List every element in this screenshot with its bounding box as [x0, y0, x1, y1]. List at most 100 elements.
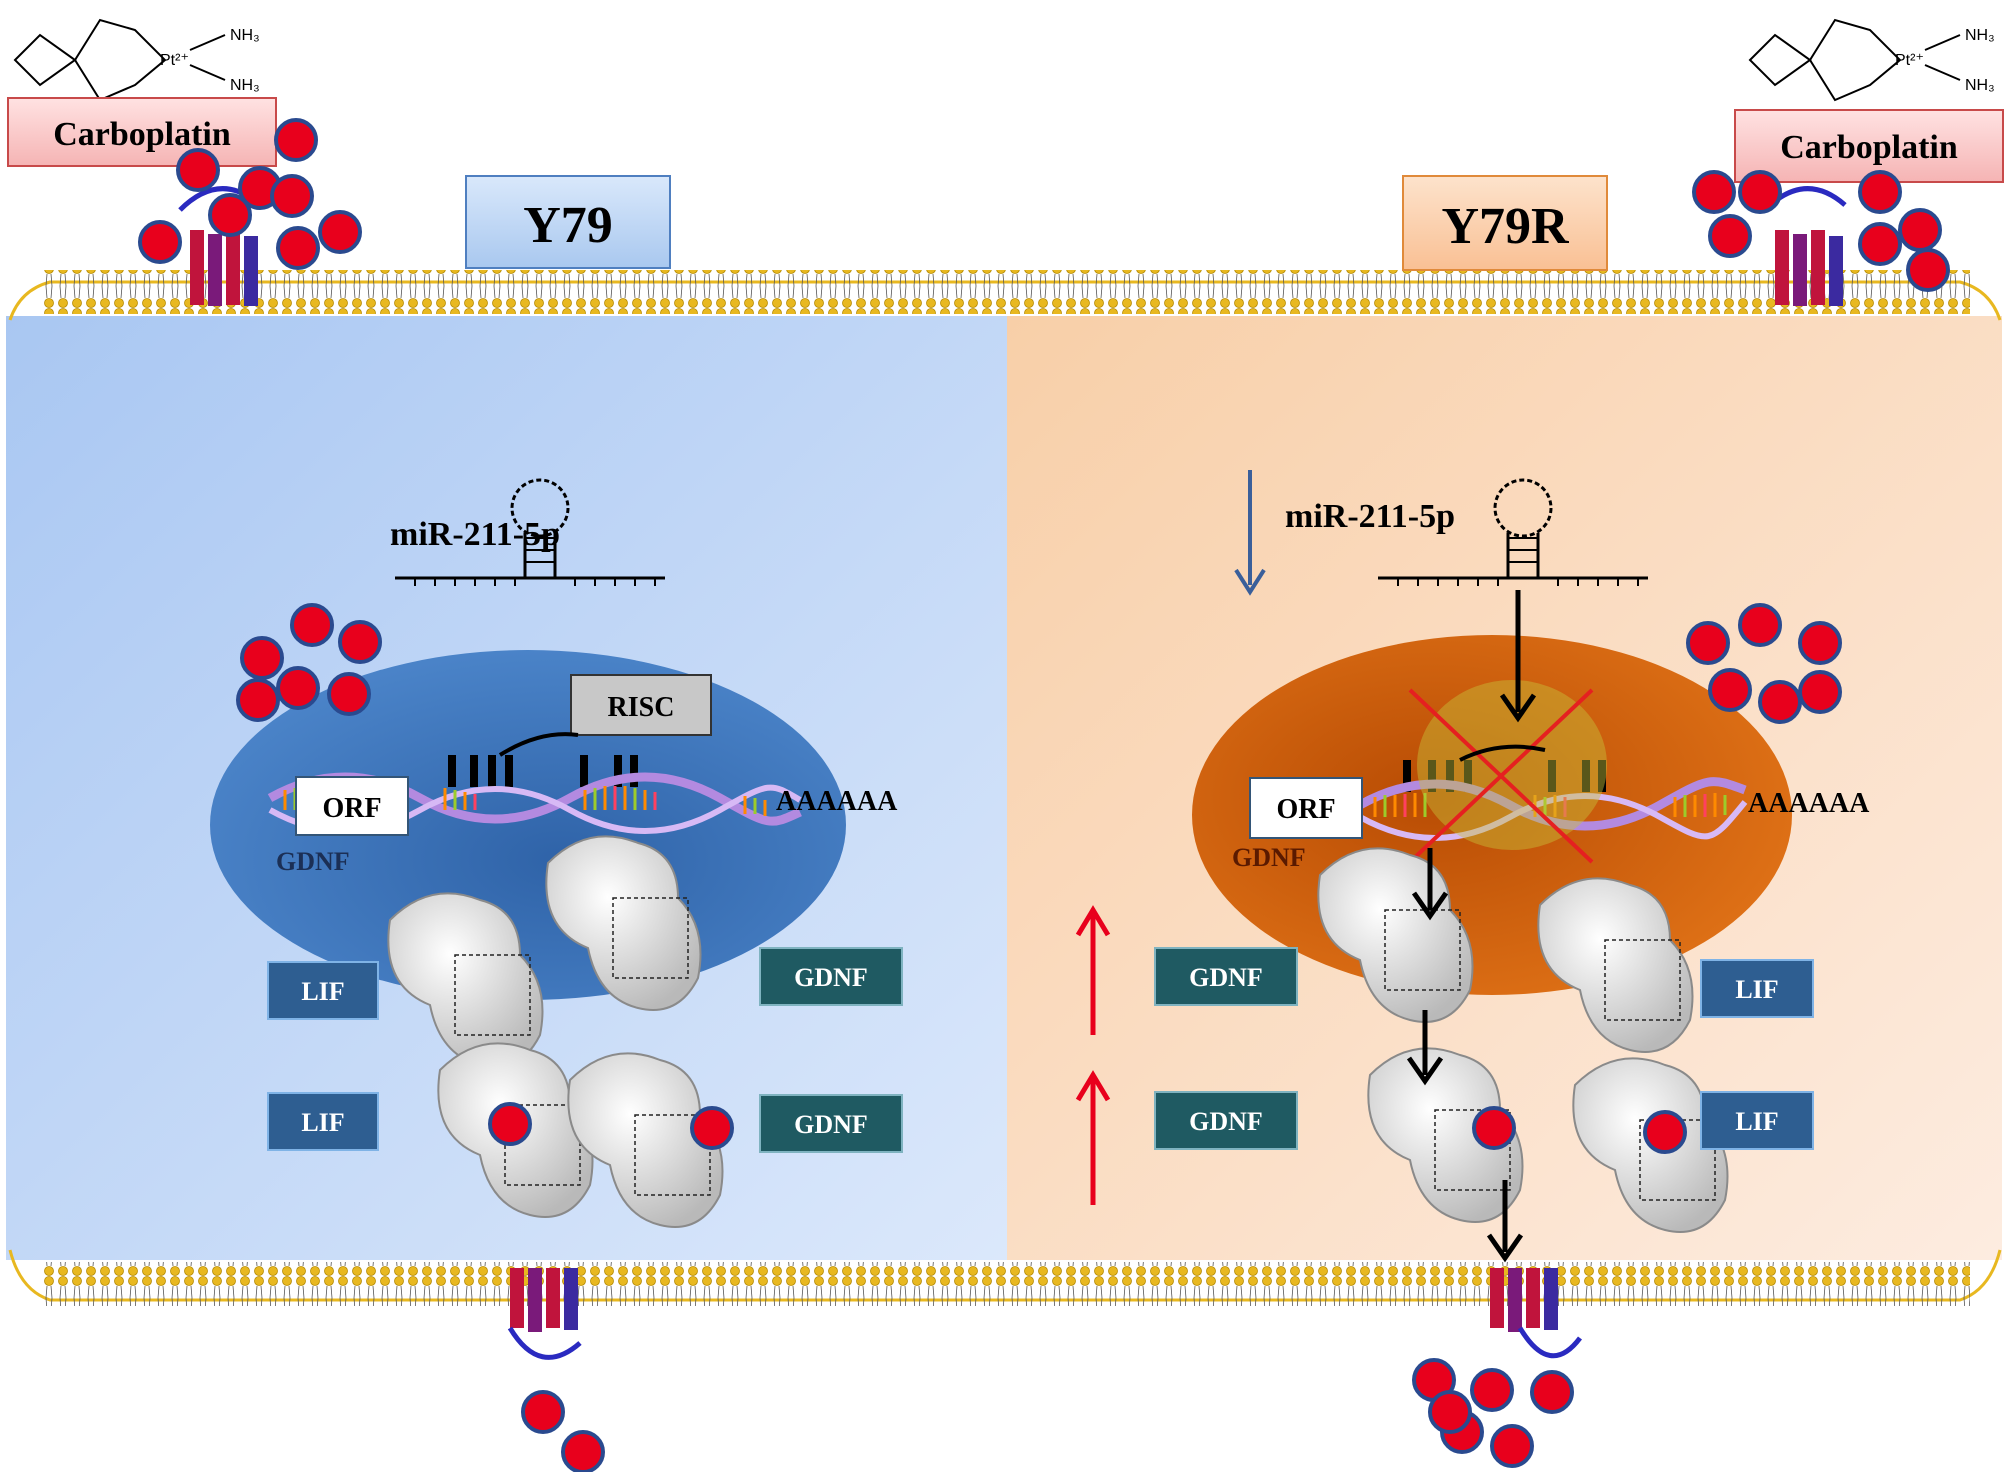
risc-box: RISC — [498, 674, 712, 757]
drug-particle — [1858, 170, 1902, 214]
up-regulation-arrow-1 — [1075, 905, 1111, 1035]
drug-particle — [290, 603, 334, 647]
drug-particle — [521, 1390, 565, 1434]
drug-particle — [1858, 222, 1902, 266]
inhibition-cross — [1408, 680, 1607, 864]
gdnf-label: GDNF — [1189, 1107, 1263, 1136]
drug-particle — [318, 210, 362, 254]
drug-particle — [1708, 214, 1752, 258]
bottom-membrane — [8, 1249, 2002, 1306]
drug-particle — [270, 174, 314, 218]
nh3-bottom-label: NH₃ — [230, 77, 260, 94]
drug-particle — [1472, 1106, 1516, 1150]
protein-box-lif-right-2: LIF — [1700, 1091, 1814, 1150]
drug-particle — [138, 220, 182, 264]
nh3-top-label: NH₃ — [230, 27, 260, 44]
lif-label: LIF — [1735, 975, 1778, 1004]
drug-particle — [1686, 621, 1730, 665]
drug-particle — [1643, 1110, 1687, 1154]
protein-box-lif-right-1: LIF — [1700, 959, 1814, 1018]
drug-particle — [276, 666, 320, 710]
drug-particle — [276, 226, 320, 270]
protein-box-gdnf-right-2: GDNF — [1154, 1091, 1298, 1150]
drug-particle — [1692, 170, 1736, 214]
polya-label-right: AAAAAA — [1748, 788, 1870, 819]
drug-particle — [1490, 1424, 1534, 1468]
protein-surface — [567, 1052, 724, 1228]
drug-particle — [1428, 1390, 1472, 1434]
carboplatin-label: Carboplatin — [1780, 129, 1958, 166]
binding-pocket-box — [612, 897, 689, 979]
transporter-top-right — [1763, 186, 1847, 306]
transporter-bottom-left — [507, 1268, 582, 1360]
protein-box-gdnf-left-1: GDNF — [759, 947, 903, 1006]
drug-particle — [208, 193, 252, 237]
carboplatin-box-left: Carboplatin — [7, 97, 277, 167]
drug-particle — [1898, 208, 1942, 252]
mirna-label-right: miR-211-5p — [1285, 498, 1455, 535]
drug-particle — [1906, 248, 1950, 292]
binding-pocket-box — [1384, 909, 1461, 991]
drug-particle — [338, 620, 382, 664]
binding-sites-right — [1403, 760, 1606, 792]
binding-pocket-box — [1604, 939, 1681, 1021]
lif-label: LIF — [301, 1108, 344, 1137]
binding-sites-left — [448, 755, 638, 787]
drug-particles — [138, 118, 1950, 1472]
panel-title-left-text: Y79 — [523, 197, 613, 254]
drug-particle — [1708, 668, 1752, 712]
panel-title-left: Y79 — [465, 175, 671, 269]
mirna-hairpin-right — [1378, 478, 1648, 586]
panel-title-right-text: Y79R — [1441, 198, 1570, 255]
drug-particle — [1738, 170, 1782, 214]
drug-particle — [1530, 1370, 1574, 1414]
nh3-bottom-label: NH₃ — [1965, 77, 1995, 94]
carboplatin-structure-right: Pt²⁺ NH₃ NH₃ — [1748, 18, 1995, 102]
down-regulation-arrow — [1234, 470, 1266, 596]
protein-box-lif-left-1: LIF — [267, 961, 379, 1020]
top-membrane — [8, 270, 2002, 321]
binding-pocket-box — [634, 1114, 711, 1196]
risc-label: RISC — [608, 692, 675, 723]
orf-box-right: ORF — [1249, 777, 1363, 839]
drug-particle — [274, 118, 318, 162]
drug-particle — [1470, 1368, 1514, 1412]
polya-label-left: AAAAAA — [776, 786, 898, 817]
gdnf-label: GDNF — [794, 1110, 868, 1139]
carboplatin-box-right: Carboplatin — [1734, 109, 2004, 183]
drug-particle — [1758, 680, 1802, 724]
drug-particle — [176, 148, 220, 192]
protein-surface — [1537, 877, 1694, 1053]
carboplatin-structure-left: Pt²⁺ NH₃ NH₃ — [13, 18, 260, 102]
protein-box-lif-left-2: LIF — [267, 1092, 379, 1151]
drug-particle — [690, 1106, 734, 1150]
protein-surface — [387, 892, 544, 1068]
gdnf-label: GDNF — [794, 963, 868, 992]
mirna-hairpin-left — [395, 478, 665, 586]
carboplatin-label: Carboplatin — [53, 116, 231, 153]
pathway-arrows — [1406, 590, 1537, 1263]
protein-box-gdnf-right-1: GDNF — [1154, 947, 1298, 1006]
gene-label-right: GDNF — [1232, 843, 1306, 872]
drug-particle — [1798, 670, 1842, 714]
drug-particle — [1798, 621, 1842, 665]
drug-particle — [240, 636, 284, 680]
protein-box-gdnf-left-2: GDNF — [759, 1094, 903, 1153]
binding-pocket-box — [454, 954, 531, 1036]
platinum-label: Pt²⁺ — [1895, 52, 1924, 69]
drug-particle — [1738, 603, 1782, 647]
platinum-label: Pt²⁺ — [160, 52, 189, 69]
orf-label: ORF — [1276, 794, 1335, 825]
lif-label: LIF — [301, 977, 344, 1006]
orf-label: ORF — [322, 793, 381, 824]
protein-surface — [545, 835, 702, 1011]
mirna-label-left: miR-211-5p — [390, 516, 560, 553]
drug-particle — [561, 1430, 605, 1472]
drug-particle — [327, 672, 371, 716]
transporter-bottom-right — [1490, 1268, 1582, 1359]
orf-box-left: ORF — [295, 776, 409, 836]
nh3-top-label: NH₃ — [1965, 27, 1995, 44]
protein-surface — [1317, 847, 1474, 1023]
binding-pocket-box — [1434, 1109, 1511, 1191]
